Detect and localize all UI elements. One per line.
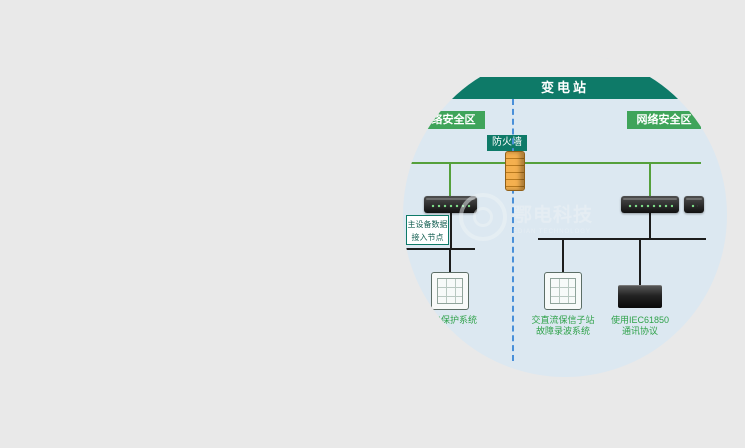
security-zone-label-right: 网络安全区 bbox=[627, 111, 701, 129]
link-line bbox=[449, 250, 451, 273]
access-node-line2: 接入节点 bbox=[411, 233, 444, 242]
network-bus-green-line bbox=[411, 162, 701, 164]
relay-device-panel bbox=[437, 278, 463, 304]
link-line bbox=[450, 213, 452, 249]
security-zone-label-left: 网络安全区 bbox=[411, 111, 485, 129]
green-link-right bbox=[649, 164, 651, 197]
link-line bbox=[639, 240, 641, 285]
system-label-right-line2: 通讯协议 bbox=[621, 326, 658, 336]
switch-device-left bbox=[424, 196, 477, 213]
switch-device-partial bbox=[684, 196, 704, 213]
relay-device-middle bbox=[544, 272, 582, 310]
diagram-circle: 变电站 网络安全区 网络安全区 防火墙 主设备数据 接入节点 继电保护系统 bbox=[403, 53, 727, 377]
access-node-box: 主设备数据 接入节点 bbox=[406, 215, 449, 245]
circle-top-margin bbox=[403, 53, 727, 77]
green-link-left bbox=[449, 164, 451, 197]
switch-device-right bbox=[621, 196, 679, 213]
system-label-middle: 交直流保信子站 故障录波系统 bbox=[506, 315, 620, 337]
relay-device-left bbox=[431, 272, 469, 310]
system-label-right: 使用IEC61850 通讯协议 bbox=[583, 315, 697, 337]
watermark-en-text: EDIAN TECHNOLOGY bbox=[513, 228, 591, 235]
firewall-icon bbox=[505, 151, 525, 191]
relay-device-panel bbox=[550, 278, 576, 304]
system-label-middle-line1: 交直流保信子站 bbox=[531, 315, 595, 325]
bus-line-right bbox=[538, 238, 706, 240]
link-line bbox=[562, 240, 564, 272]
substation-title-band: 变电站 bbox=[403, 77, 727, 99]
access-node-line1: 主设备数据 bbox=[407, 220, 448, 229]
system-label-right-line1: 使用IEC61850 bbox=[610, 315, 670, 325]
system-label-left: 继电保护系统 bbox=[422, 315, 477, 325]
system-label-middle-line2: 故障录波系统 bbox=[535, 326, 590, 336]
bus-line-left bbox=[403, 248, 475, 250]
watermark-cn-text: 鄂电科技 bbox=[513, 204, 594, 226]
link-line bbox=[649, 213, 651, 238]
zone-divider-dashed-line bbox=[512, 99, 514, 361]
watermark: 鄂电科技 EDIAN TECHNOLOGY bbox=[459, 193, 592, 241]
firewall-label: 防火墙 bbox=[487, 135, 527, 151]
protocol-converter-device bbox=[618, 285, 662, 308]
